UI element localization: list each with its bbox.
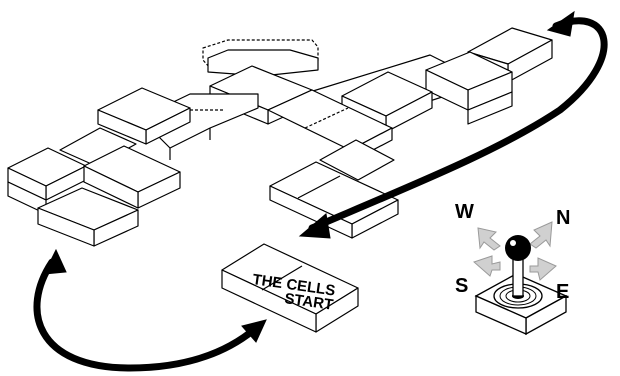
cell-far-west [7, 147, 87, 215]
corridor-southwest [59, 127, 137, 167]
compass-east-label: E [556, 281, 569, 303]
cell-northeast-lower [425, 51, 513, 125]
start-cell [221, 243, 359, 333]
compass-north-label: N [556, 207, 570, 229]
joystick-icon [473, 221, 568, 336]
curved-arrow-icon-west [33, 258, 260, 372]
arrowhead-up-left [43, 248, 67, 275]
arrowhead-start [241, 319, 267, 343]
start-label-line2: START [283, 290, 334, 314]
arrowhead-southwest [298, 213, 331, 239]
cell-west-upper [97, 87, 191, 145]
cell-west-middle [83, 145, 181, 209]
corridor-south-center [319, 139, 395, 181]
compass-west-label: W [455, 201, 474, 223]
arrowhead-north [546, 10, 575, 37]
corridor-stub-north-solid [207, 49, 319, 77]
route-arrows [33, 10, 608, 372]
compass-south-label: S [455, 275, 468, 297]
curved-arrow-icon-east [308, 17, 608, 232]
cell-southwest [37, 187, 139, 247]
